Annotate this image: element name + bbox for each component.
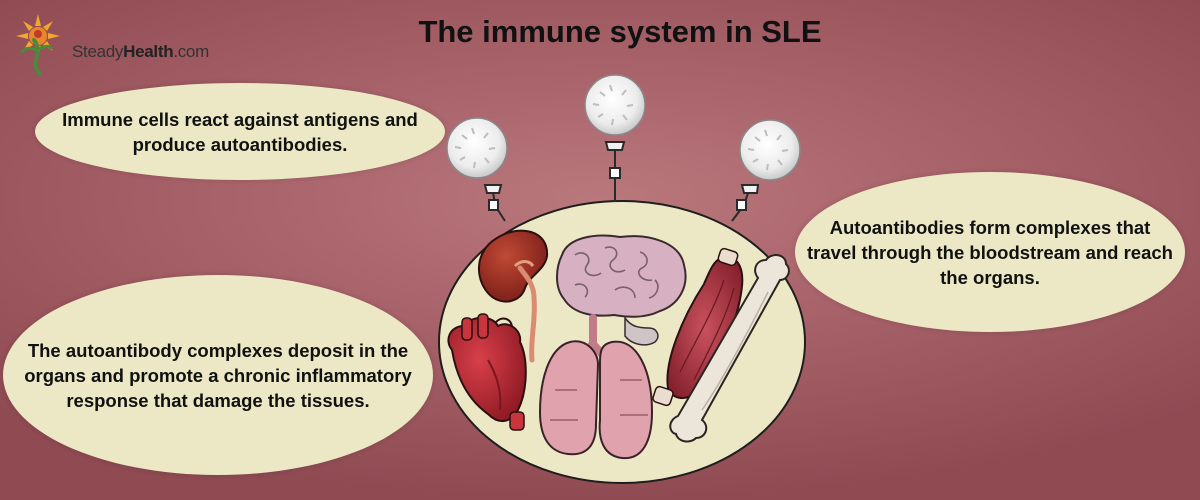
antibody-right bbox=[731, 184, 760, 222]
page-title: The immune system in SLE bbox=[418, 14, 822, 49]
logo-text: SteadyHealth.com bbox=[72, 42, 209, 61]
heart bbox=[447, 313, 527, 431]
sun-figure-icon bbox=[16, 14, 60, 76]
lungs bbox=[538, 314, 654, 460]
kidney bbox=[478, 229, 549, 363]
antibody-center bbox=[604, 141, 626, 202]
immune-cell-center bbox=[584, 74, 646, 136]
brain bbox=[556, 234, 687, 346]
muscle bbox=[652, 247, 744, 407]
bubble-organ-deposit: The autoantibody complexes deposit in th… bbox=[3, 275, 433, 475]
steadyhealth-logo[interactable]: SteadyHealth.com bbox=[12, 10, 212, 80]
immune-cell-right bbox=[739, 119, 801, 181]
antibody-left bbox=[483, 184, 506, 222]
immune-cell-left bbox=[446, 117, 508, 179]
bone bbox=[669, 254, 790, 443]
bubble-immune-cells: Immune cells react against antigens and … bbox=[35, 83, 445, 180]
bubble-autoantibody-complexes: Autoantibodies form complexes that trave… bbox=[795, 172, 1185, 332]
